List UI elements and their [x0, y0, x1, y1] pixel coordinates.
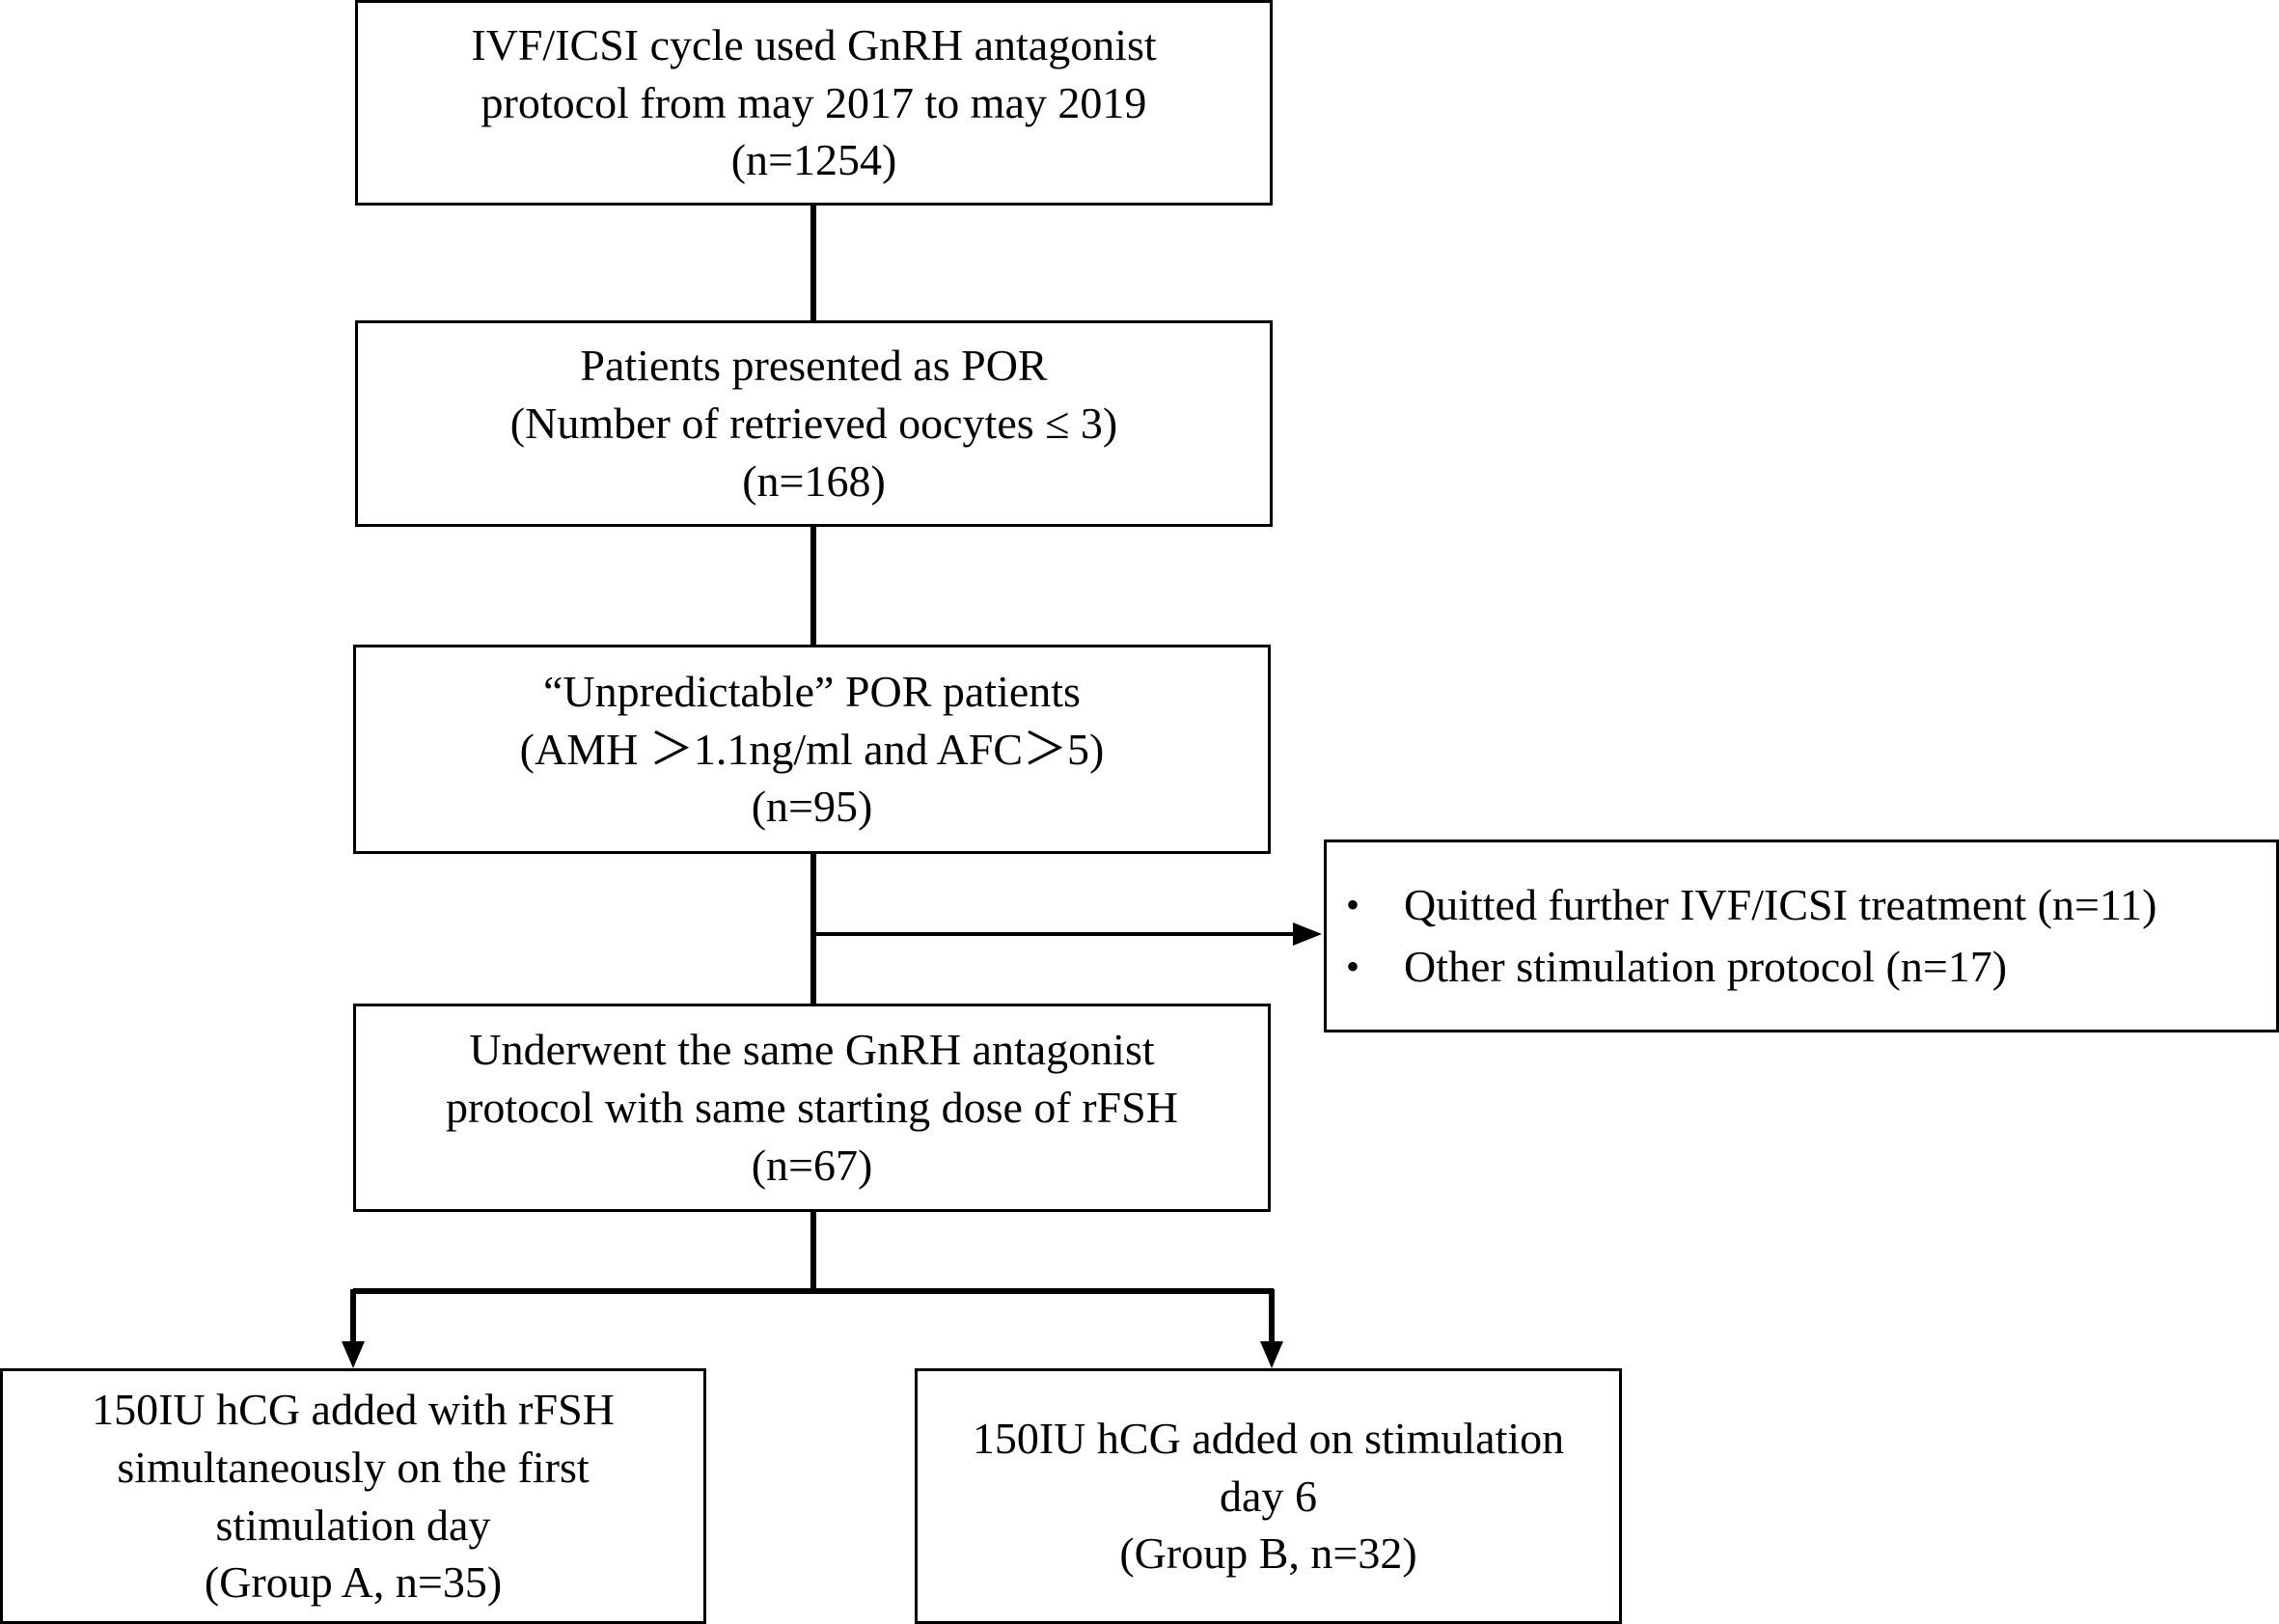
box-group-a: 150IU hCG added with rFSH simultaneously…	[0, 1368, 706, 1624]
box-exclusions: • Quitted further IVF/ICSI treatment (n=…	[1324, 840, 2279, 1032]
exclusion-item: • Quitted further IVF/ICSI treatment (n=…	[1346, 876, 2276, 934]
exclusion-item-text: Quitted further IVF/ICSI treatment (n=11…	[1404, 880, 2157, 930]
box-unpredictable-por: “Unpredictable” POR patients (AMH ＞1.1ng…	[353, 645, 1271, 854]
box-line: Patients presented as POR	[580, 341, 1048, 391]
box-same-protocol: Underwent the same GnRH antagonist proto…	[353, 1004, 1271, 1212]
box-line: (n=95)	[751, 782, 873, 832]
box-line: (Group A, n=35)	[204, 1557, 503, 1608]
box-line: protocol with same starting dose of rFSH	[446, 1083, 1178, 1133]
arrowhead-exclusion	[1293, 922, 1322, 946]
box-line: (n=1254)	[730, 135, 897, 185]
box-line: day 6	[1220, 1471, 1317, 1521]
exclusion-item-text: Other stimulation protocol (n=17)	[1404, 942, 2008, 991]
box-line: (Group B, n=32)	[1119, 1528, 1417, 1579]
arrowhead-group-a	[342, 1341, 365, 1368]
box-line: 150IU hCG added on stimulation	[972, 1413, 1565, 1463]
box-por-patients: Patients presented as POR (Number of ret…	[355, 320, 1273, 527]
box-line: simultaneously on the first	[117, 1442, 590, 1492]
box-line: (AMH ＞1.1ng/ml and AFC＞5)	[519, 724, 1105, 774]
box-line: stimulation day	[215, 1500, 491, 1550]
box-group-b: 150IU hCG added on stimulation day 6 (Gr…	[915, 1368, 1622, 1624]
box-line: IVF/ICSI cycle used GnRH antagonist	[471, 19, 1157, 69]
box-line: 150IU hCG added with rFSH	[92, 1384, 615, 1434]
box-line: (n=168)	[742, 455, 886, 506]
box-line: (Number of retrieved oocytes ≤ 3)	[509, 399, 1118, 449]
box-ivf-icsi-cycles: IVF/ICSI cycle used GnRH antagonist prot…	[355, 0, 1273, 206]
box-line: protocol from may 2017 to may 2019	[481, 77, 1147, 127]
box-line: “Unpredictable” POR patients	[543, 666, 1081, 716]
bullet-icon: •	[1346, 883, 1360, 927]
box-line: (n=67)	[751, 1140, 873, 1190]
arrowhead-group-b	[1260, 1341, 1283, 1368]
bullet-icon: •	[1346, 944, 1360, 988]
box-line: Underwent the same GnRH antagonist	[469, 1025, 1155, 1075]
exclusion-item: • Other stimulation protocol (n=17)	[1346, 938, 2276, 996]
